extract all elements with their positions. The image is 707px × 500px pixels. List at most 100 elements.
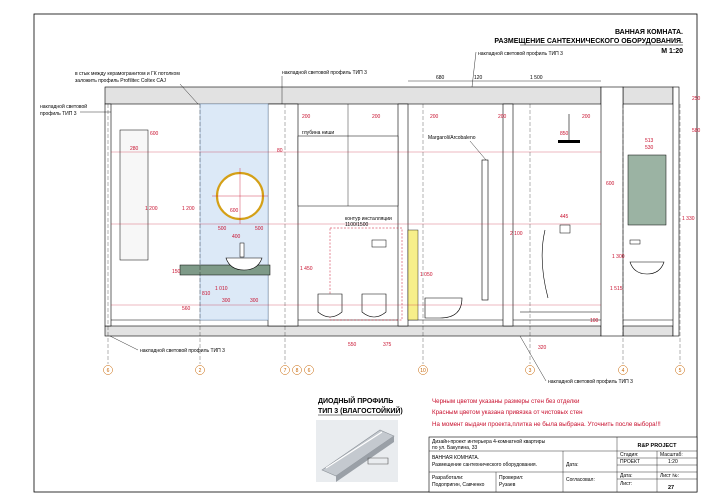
dim-150: 150 xyxy=(172,269,181,275)
dim-1200: 1 200 xyxy=(145,206,158,212)
tb-sheet-no: 27 xyxy=(668,485,674,491)
leader xyxy=(519,335,547,382)
tb-developed-label: Разработали: xyxy=(432,475,463,481)
dim-200: 200 xyxy=(302,114,311,120)
dim-200: 200 xyxy=(430,114,439,120)
dim-600: 600 xyxy=(606,181,615,187)
installation-contour xyxy=(329,227,403,321)
faucet-right xyxy=(629,239,641,245)
dim-250: 250 xyxy=(692,96,701,102)
axis-label: 6 xyxy=(308,368,311,374)
leader xyxy=(469,140,487,161)
rain-shower-head xyxy=(558,140,580,143)
vanity-countertop xyxy=(179,264,271,276)
dim-530: 530 xyxy=(645,145,654,151)
leader xyxy=(109,335,139,351)
callout-install-2: 1100/1500 xyxy=(345,222,368,228)
mirror-panel xyxy=(119,129,149,261)
dim-100: 100 xyxy=(590,318,599,324)
axis-label: 4 xyxy=(622,368,625,374)
toilet xyxy=(361,293,387,318)
profile-caption-2: ТИП 3 (ВЛАГОСТОЙКИЙ) xyxy=(318,406,403,415)
tb-date-label: Дата: xyxy=(566,462,578,468)
dim-80: 80 xyxy=(277,148,283,154)
ceiling-slab-right xyxy=(622,86,674,105)
dim-1500: 1 500 xyxy=(530,75,543,81)
dim-1200: 1 200 xyxy=(182,206,195,212)
dim-200: 200 xyxy=(372,114,381,120)
wall-column-3 xyxy=(502,103,514,327)
yellow-strip xyxy=(407,229,419,321)
axis-label: 3 xyxy=(529,368,532,374)
dim-300: 300 xyxy=(222,298,231,304)
led-profile-image xyxy=(316,420,398,482)
callout-install-1: контур инсталляции xyxy=(345,216,392,222)
drawing-scale: М 1:20 xyxy=(661,48,683,55)
callout-left-profile-2: профиль ТИП 3 xyxy=(40,111,77,117)
dim-320: 320 xyxy=(538,345,547,351)
flush-button xyxy=(371,239,387,248)
leader xyxy=(471,51,477,88)
callout-mid-profile: накладной световой профиль ТИП 3 xyxy=(282,69,367,76)
tb-checked-label: Проверил: xyxy=(499,475,523,481)
dim-600: 600 xyxy=(230,208,239,214)
leader xyxy=(179,83,199,105)
ceiling-slab xyxy=(104,86,602,105)
dim-1050: 1 050 xyxy=(420,272,433,278)
dim-850: 850 xyxy=(560,131,569,137)
dim-280: 280 xyxy=(130,146,139,152)
callout-mixer: Margaroli/Arcobaleno xyxy=(428,135,476,141)
callout-bottom-right-profile: накладной световой профиль ТИП 3 xyxy=(548,378,633,385)
wall-right-2 xyxy=(672,86,680,337)
note-2: Красным цветом указана привязка от чисто… xyxy=(432,409,583,416)
dim-560: 560 xyxy=(182,306,191,312)
axis-markers: 6 2 7 8 6 10 3 4 5 xyxy=(103,365,685,375)
tb-sheet-label: Лист: xyxy=(620,481,632,487)
dim-500: 500 xyxy=(218,226,227,232)
toilet-side xyxy=(424,297,463,319)
note-3: На момент выдачи проекта,плитка не была … xyxy=(432,421,661,428)
shower-mixer xyxy=(559,224,571,234)
axis-label: 6 xyxy=(107,368,110,374)
dim-2100: 2 100 xyxy=(510,231,523,237)
dim-120: 120 xyxy=(474,75,483,81)
axis-label: 5 xyxy=(679,368,682,374)
wall-column-1 xyxy=(267,103,299,327)
sheet-frame xyxy=(33,13,698,493)
tb-stage-value: ПРОЕКТ xyxy=(620,459,640,465)
dim-300: 300 xyxy=(250,298,259,304)
floor-slab-right xyxy=(622,325,674,337)
title-block: Дизайн-проект интерьера 4-комнатной квар… xyxy=(428,436,698,493)
tb-scale-value: 1:20 xyxy=(668,459,678,465)
dim-810: 810 xyxy=(202,291,211,297)
tb-scale-label: Масштаб: xyxy=(660,452,683,458)
bidet xyxy=(317,293,343,318)
callout-top-profile: накладной световой профиль ТИП 3 xyxy=(478,50,563,57)
note-1: Черным цветом указаны размеры стен без о… xyxy=(432,398,580,405)
dim-445: 445 xyxy=(560,214,569,220)
axis-label: 7 xyxy=(284,368,287,374)
tb-developed-value: Подопригин, Савченко xyxy=(432,482,485,488)
callout-bottom-left-profile: накладной световой профиль ТИП 3 xyxy=(140,347,225,354)
dim-1330: 1 330 xyxy=(682,216,695,222)
dim-513: 513 xyxy=(645,138,654,144)
dim-200: 200 xyxy=(498,114,507,120)
callout-joint-2: заложить профиль Profilitec Coltex CAJ xyxy=(75,78,166,84)
tb-date2-label: Дата: xyxy=(620,473,632,479)
dim-600: 600 xyxy=(150,131,159,137)
dim-680: 680 xyxy=(436,75,445,81)
dim-1010: 1 010 xyxy=(215,286,228,292)
dim-1515: 1 515 xyxy=(610,286,623,292)
wall-right xyxy=(600,86,624,337)
floor-slab xyxy=(104,325,602,337)
dim-400: 400 xyxy=(232,234,241,240)
drawing-title-line2: РАЗМЕЩЕНИЕ САНТЕХНИЧЕСКОГО ОБОРУДОВАНИЯ. xyxy=(494,38,683,45)
axis-label: 10 xyxy=(420,368,426,374)
tb-company: R&P PROJECT xyxy=(637,443,677,449)
tb-stage-label: Стадия: xyxy=(620,452,638,458)
shower-hose xyxy=(541,229,549,299)
dim-500: 500 xyxy=(255,226,264,232)
dim-200: 200 xyxy=(582,114,591,120)
dim-580: 580 xyxy=(692,128,701,134)
